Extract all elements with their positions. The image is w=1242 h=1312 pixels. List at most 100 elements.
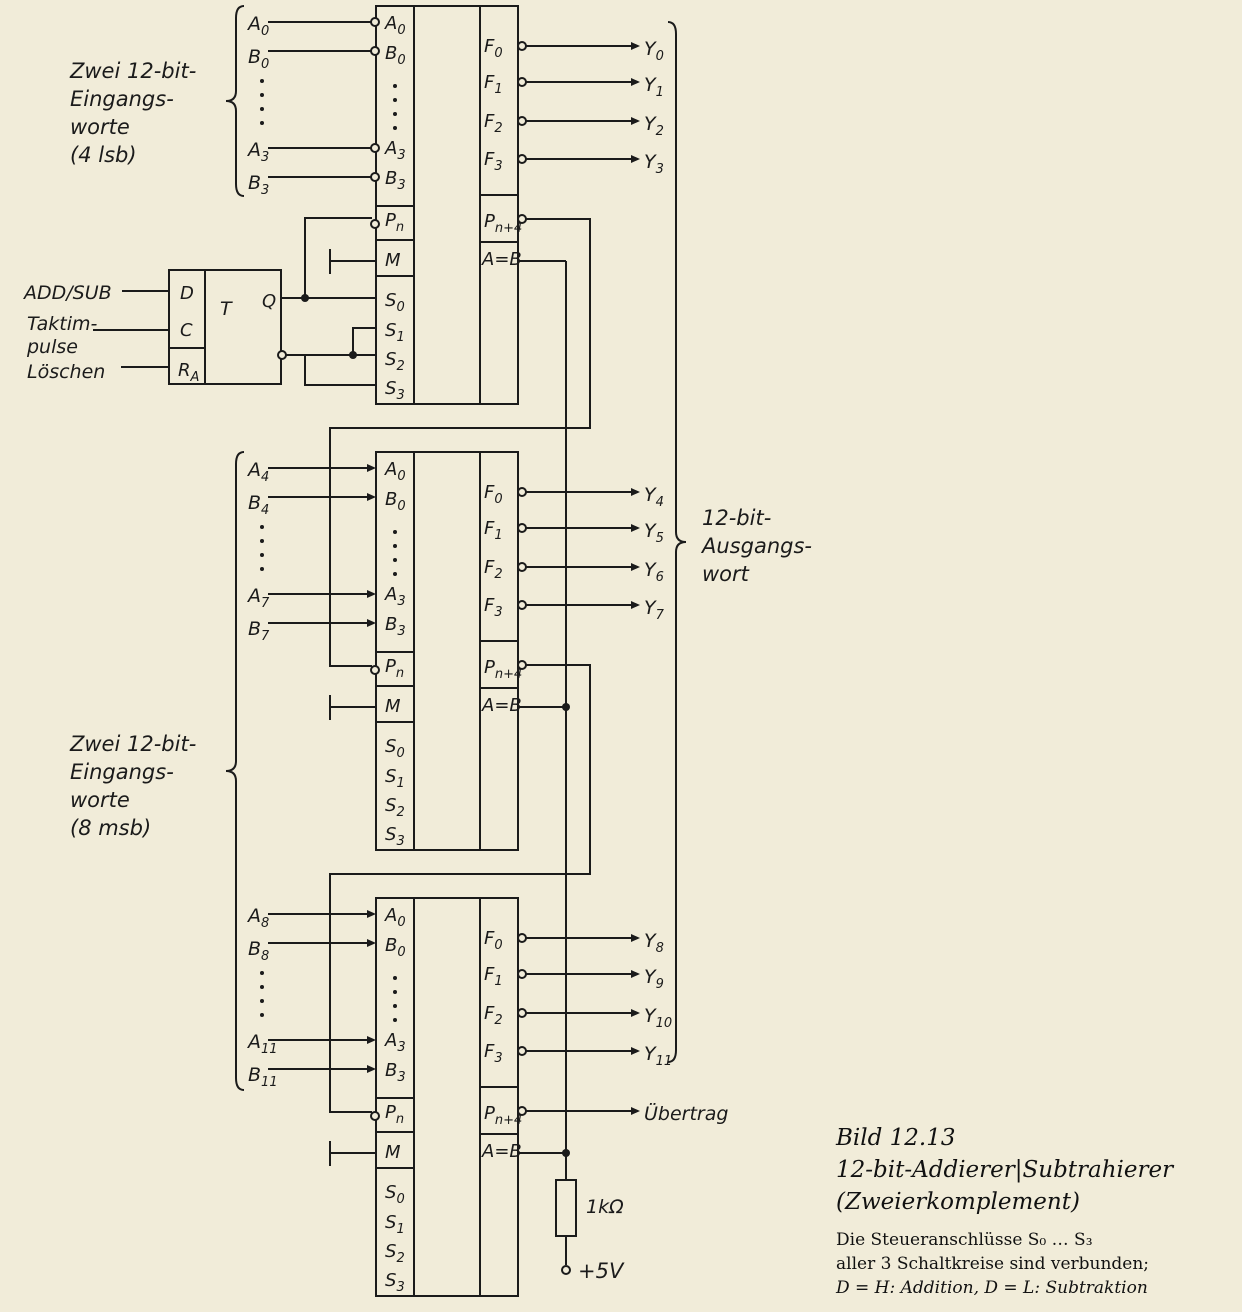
caption-title: Bild 12.13: [835, 1125, 956, 1151]
alu-pin-S2: S2: [385, 1241, 405, 1266]
alu-pin-S2: S2: [385, 795, 405, 820]
input-bubble: [370, 143, 380, 153]
carry-chain-1-2: [329, 218, 591, 667]
alu-right-column: [479, 897, 519, 1297]
input-brace-msb: [225, 451, 245, 1091]
output-bubble: [517, 969, 527, 979]
alu-pin-A0: A0: [384, 13, 406, 38]
output-bubble: [517, 1046, 527, 1056]
alu-pin-M: M: [385, 1142, 401, 1163]
alu-pin-A3: A3: [384, 138, 406, 163]
supply-label: +5V: [578, 1259, 625, 1283]
ellipsis-dot: [393, 990, 397, 994]
input-group-lsb-line-1: Zwei 12-bit-: [69, 59, 196, 83]
output-bubble: [517, 41, 527, 51]
ellipsis-dot: [260, 539, 264, 543]
alu-pin-F3: F3: [484, 1041, 503, 1066]
input-label-B0: B0: [248, 46, 269, 72]
qbar-to-s3: [304, 355, 376, 386]
ellipsis-dot: [393, 126, 397, 130]
alu-pin-F1: F1: [484, 72, 503, 97]
alu-right-column: [479, 451, 519, 851]
ellipsis-dot: [260, 121, 264, 125]
arrowhead: [631, 970, 640, 978]
ff-pin-q: Q: [262, 291, 276, 312]
arrowhead: [631, 488, 640, 496]
arrowhead: [631, 1009, 640, 1017]
input-group-lsb-line-4: (4 lsb): [70, 143, 137, 167]
ellipsis-dot: [260, 93, 264, 97]
output-bubble: [517, 116, 527, 126]
ellipsis-dot: [260, 567, 264, 571]
arrowhead: [367, 1065, 376, 1073]
ellipsis-dot: [393, 1004, 397, 1008]
input-label-A7: A7: [246, 585, 270, 611]
input-label-A3: A3: [246, 139, 269, 165]
alu-pin-B3: B3: [385, 168, 406, 193]
arrowhead: [631, 155, 640, 163]
alu-pin-A3: A3: [384, 584, 406, 609]
alu-pin-a-eq-b: A=B: [481, 1141, 522, 1162]
alu-pin-F0: F0: [484, 928, 503, 953]
output-label-Y0: Y0: [644, 38, 664, 64]
carry-in-bubble: [370, 219, 380, 229]
arrowhead: [631, 601, 640, 609]
alu-pin-a-eq-b: A=B: [481, 695, 522, 716]
ellipsis-dot: [260, 1013, 264, 1017]
alu-pin-Pn+4: Pn+4: [484, 1103, 522, 1128]
input-group-msb-line-3: worte: [70, 788, 130, 812]
alu-pin-B0: B0: [385, 935, 406, 960]
alu-pin-Pn: Pn: [385, 656, 404, 681]
arrowhead: [367, 1036, 376, 1044]
input-label-B4: B4: [248, 492, 269, 518]
q-to-pn: [282, 217, 372, 299]
alu-pin-S3: S3: [385, 824, 405, 849]
output-group-line-2: Ausgangs-: [700, 534, 812, 558]
ellipsis-dot: [393, 976, 397, 980]
alu-pin-S1: S1: [385, 766, 405, 791]
input-label-A11: A11: [246, 1031, 278, 1057]
alu-pin-S2: S2: [385, 349, 405, 374]
alu-pin-Pn+4: Pn+4: [484, 211, 522, 236]
input-group-msb-line-1: Zwei 12-bit-: [69, 732, 196, 756]
alu-pin-F3: F3: [484, 149, 503, 174]
alu-pin-F0: F0: [484, 36, 503, 61]
output-label-Y7: Y7: [644, 597, 665, 623]
alu-pin-F2: F2: [484, 111, 503, 136]
output-bubble: [517, 523, 527, 533]
alu-pin-F3: F3: [484, 595, 503, 620]
alu-pin-F0: F0: [484, 482, 503, 507]
alu-pin-S3: S3: [385, 378, 405, 403]
output-label-Y9: Y9: [644, 966, 664, 992]
caption-subtitle-line1: 12-bit-Addierer|Subtrahierer: [836, 1157, 1175, 1183]
output-label-Y8: Y8: [644, 930, 664, 956]
ellipsis-dot: [393, 544, 397, 548]
alu-pin-Pn+4: Pn+4: [484, 657, 522, 682]
input-brace-lsb: [225, 5, 245, 197]
output-label-Y3: Y3: [644, 151, 664, 177]
output-bubble: [517, 562, 527, 572]
output-bubble: [517, 933, 527, 943]
ellipsis-dot: [393, 572, 397, 576]
ellipsis-dot: [260, 79, 264, 83]
ellipsis-dot: [260, 999, 264, 1003]
ellipsis-dot: [260, 971, 264, 975]
ellipsis-dot: [393, 112, 397, 116]
alu-pin-B0: B0: [385, 489, 406, 514]
input-group-msb-line-2: Eingangs-: [70, 760, 174, 784]
alu-pin-S0: S0: [385, 736, 405, 761]
input-bubble: [370, 46, 380, 56]
ellipsis-dot: [393, 84, 397, 88]
output-group-line-3: wort: [702, 562, 750, 586]
input-bubble: [370, 172, 380, 182]
input-bubble: [370, 17, 380, 27]
alu-pin-A3: A3: [384, 1030, 406, 1055]
caption-text-line3: D = H: Addition, D = L: Subtraktion: [835, 1278, 1148, 1298]
input-group-lsb-line-2: Eingangs-: [70, 87, 174, 111]
resistor-label: 1kΩ: [586, 1196, 624, 1218]
ff-name: T: [220, 298, 233, 320]
figure-caption: Bild 12.13 12-bit-Addierer|Subtrahierer …: [835, 1125, 1175, 1298]
resistor-1k: [555, 1179, 577, 1237]
ff-pin-ra: RA: [178, 360, 199, 385]
